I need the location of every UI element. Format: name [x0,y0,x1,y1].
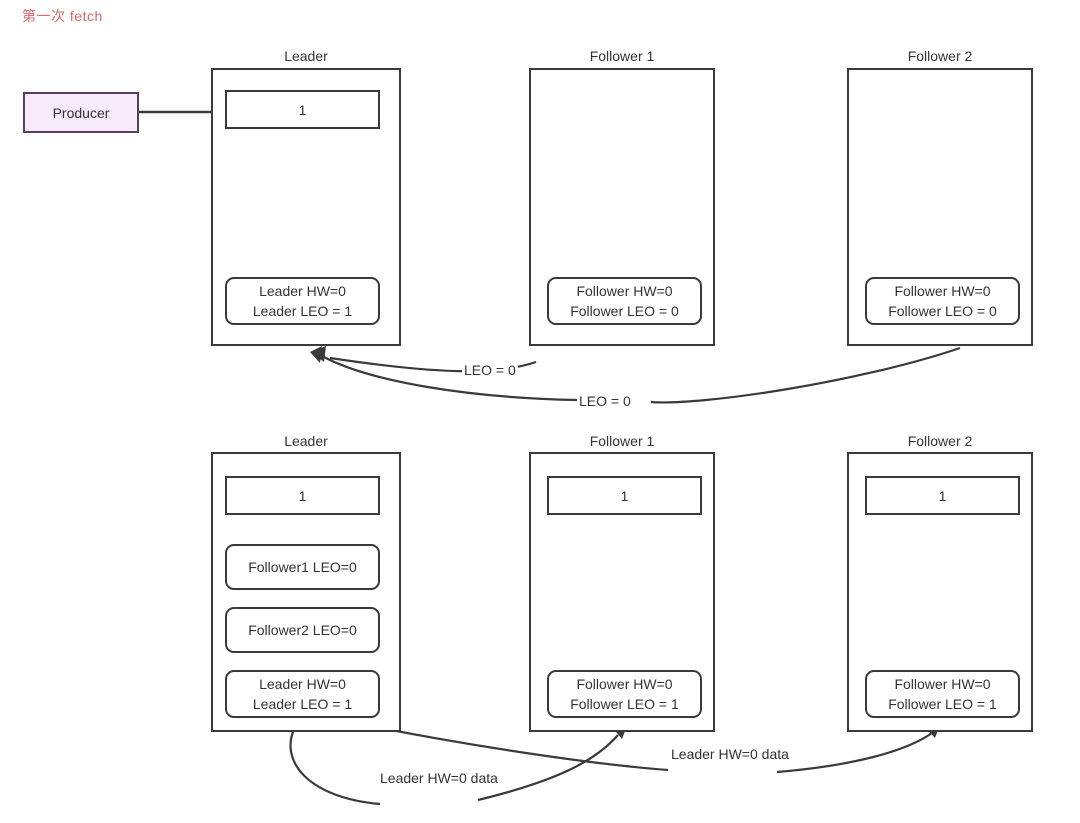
stage2-leader-follower2-leo: Follower2 LEO=0 [248,621,357,638]
stage2-leader-leo: Leader LEO = 1 [252,696,353,712]
edge-label-follower2-leo: LEO = 0 [577,392,633,411]
stage1-leader-caption: Leader [284,48,328,64]
stage2-follower1-hw: Follower HW=0 [576,675,673,692]
stage1-follower2-container: Follower HW=0 Follower LEO = 0 [847,68,1033,346]
stage2-follower2-caption: Follower 2 [907,433,973,449]
stage1-leader-hw: Leader HW=0 [259,282,346,299]
stage2-follower2-container: 1 Follower HW=0 Follower LEO = 1 [847,452,1033,732]
stage2-leader-follower1-leo-box: Follower1 LEO=0 [225,544,380,590]
stage2-follower1-leo: Follower LEO = 1 [570,696,679,712]
stage2-leader-container: 1 Follower1 LEO=0 Follower2 LEO=0 Leader… [211,452,401,732]
stage2-follower2-status-box: Follower HW=0 Follower LEO = 1 [865,670,1020,718]
stage1-follower1-container: Follower HW=0 Follower LEO = 0 [529,68,715,346]
stage1-follower2-leo: Follower LEO = 0 [888,303,997,319]
stage1-leader-leo: Leader LEO = 1 [252,303,353,319]
stage2-leader-caption: Leader [284,433,328,449]
stage2-leader-follower2-leo-box: Follower2 LEO=0 [225,607,380,653]
stage1-follower2-status-box: Follower HW=0 Follower LEO = 0 [865,277,1020,325]
stage1-leader-record-value: 1 [298,101,307,118]
stage2-leader-record-box: 1 [225,476,380,515]
stage1-leader-container: 1 Leader HW=0 Leader LEO = 1 [211,68,401,346]
edge-label-leader-response-follower2: Leader HW=0 data [669,745,789,764]
edge-label-f1-line1: Leader HW=0 [380,770,467,786]
stage1-leader-record-box: 1 [225,90,380,129]
diagram-title: 第一次 fetch [22,8,103,24]
stage2-leader-hw: Leader HW=0 [259,675,346,692]
stage2-leader-status-box: Leader HW=0 Leader LEO = 1 [225,670,380,718]
edge-label-f2-line1: Leader HW=0 [671,746,758,762]
stage2-follower2-leo: Follower LEO = 1 [888,696,997,712]
edge-label-leader-response-follower1: Leader HW=0 data [378,769,498,788]
edge-label-follower1-leo: LEO = 0 [462,361,518,380]
edge-label-f2-line2: data [761,746,789,762]
stage2-follower2-hw: Follower HW=0 [894,675,991,692]
stage2-follower2-record-value: 1 [938,487,947,504]
stage2-follower1-record-box: 1 [547,476,702,515]
stage2-leader-record-value: 1 [298,487,307,504]
edge-leader-to-follower1 [289,723,628,806]
producer-box[interactable]: Producer [23,92,139,133]
stage2-follower1-container: 1 Follower HW=0 Follower LEO = 1 [529,452,715,732]
stage1-leader-status-box: Leader HW=0 Leader LEO = 1 [225,277,380,325]
stage2-follower1-status-box: Follower HW=0 Follower LEO = 1 [547,670,702,718]
producer-label: Producer [52,104,110,121]
stage1-follower1-caption: Follower 1 [589,48,655,64]
stage2-follower1-caption: Follower 1 [589,433,655,449]
stage2-follower2-record-box: 1 [865,476,1020,515]
stage1-follower2-caption: Follower 2 [907,48,973,64]
stage2-follower1-record-value: 1 [620,487,629,504]
stage1-follower1-status-box: Follower HW=0 Follower LEO = 0 [547,277,702,325]
stage1-follower1-hw: Follower HW=0 [576,282,673,299]
edge-label-f1-line2: data [470,770,498,786]
edge-follower2-fetch-leader [310,346,961,404]
stage1-follower1-leo: Follower LEO = 0 [570,303,679,319]
stage1-follower2-hw: Follower HW=0 [894,282,991,299]
stage2-leader-follower1-leo: Follower1 LEO=0 [248,558,357,575]
